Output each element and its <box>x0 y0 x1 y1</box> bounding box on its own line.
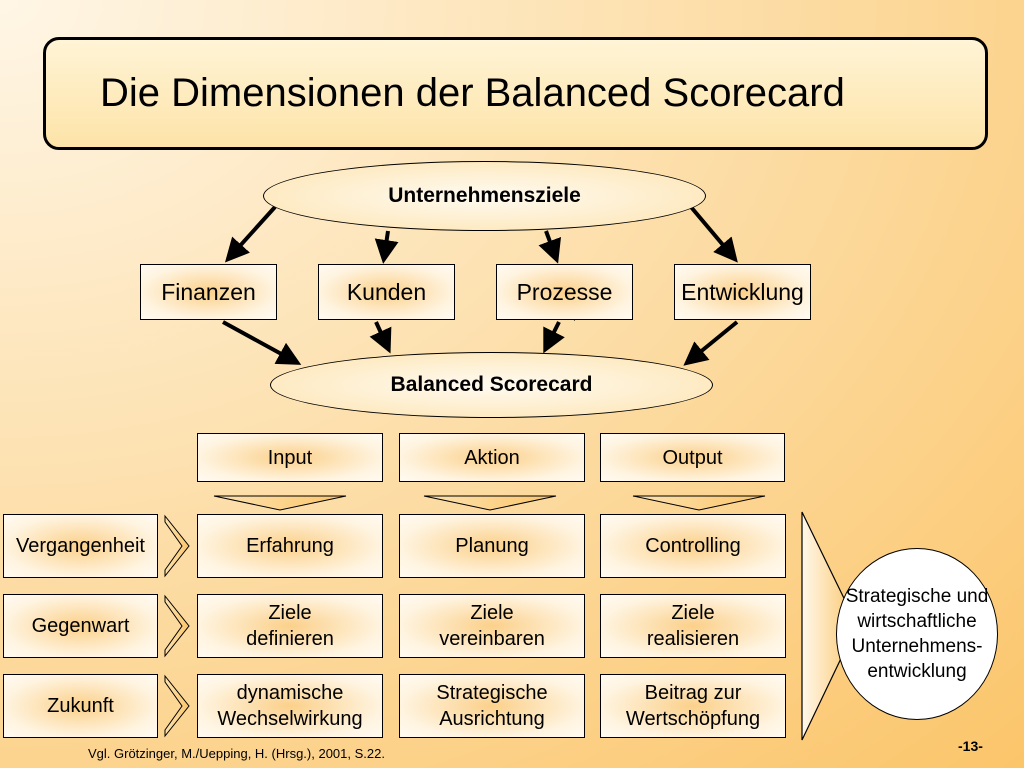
page-title: Die Dimensionen der Balanced Scorecard <box>100 71 845 115</box>
arrow-ziele-entwicklung <box>689 205 738 263</box>
cell-ziele-realisieren: Ziele realisieren <box>600 594 786 658</box>
column-header-label: Input <box>267 446 313 469</box>
cell-controlling: Controlling <box>600 514 786 578</box>
cell-text: dynamische Wechselwirkung <box>217 682 363 730</box>
perspective-finanzen: Finanzen <box>140 264 277 320</box>
down-chevron-output <box>632 495 766 511</box>
perspective-label: Kunden <box>346 279 427 305</box>
column-header-label: Output <box>662 446 723 469</box>
perspective-label: Finanzen <box>161 279 256 305</box>
title-box: Die Dimensionen der Balanced Scorecard <box>43 37 988 150</box>
right-chevron-zukunft <box>164 674 190 738</box>
row-label-text: Gegenwart <box>31 615 130 637</box>
ellipse-unternehmensziele: Unternehmensziele <box>263 161 706 231</box>
cell-text: Ziele vereinbaren <box>439 602 545 650</box>
down-chevron-aktion <box>423 495 557 511</box>
perspective-prozesse: Prozesse <box>496 264 633 320</box>
result-text: Strategische und wirtschaftliche Unterne… <box>845 586 989 682</box>
perspective-label: Entwicklung <box>681 279 804 305</box>
cell-ziele-definieren: Ziele definieren <box>197 594 383 658</box>
cell-text: Beitrag zur Wertschöpfung <box>625 682 761 730</box>
right-chevron-gegenwart <box>164 594 190 658</box>
cell-beitrag-wertschoepfung: Beitrag zur Wertschöpfung <box>600 674 786 738</box>
cell-planung: Planung <box>399 514 585 578</box>
right-chevron-vergangenheit <box>164 514 190 578</box>
row-label-vergangenheit: Vergangenheit <box>3 514 158 578</box>
cell-erfahrung: Erfahrung <box>197 514 383 578</box>
cell-text: Erfahrung <box>246 535 334 557</box>
arrow-entwicklung-bsc <box>683 320 739 366</box>
ellipse-label: Balanced Scorecard <box>390 373 593 396</box>
cell-text: Ziele definieren <box>246 602 334 650</box>
arrow-ziele-prozesse <box>538 230 562 264</box>
row-label-text: Vergangenheit <box>15 535 145 557</box>
cell-dynamische-wechselwirkung: dynamische Wechselwirkung <box>197 674 383 738</box>
footnote: Vgl. Grötzinger, M./Uepping, H. (Hrsg.),… <box>88 746 385 761</box>
arrow-kunden-bsc <box>369 321 392 354</box>
cell-text: Ziele realisieren <box>646 602 740 650</box>
result-circle: Strategische und wirtschaftliche Unterne… <box>836 548 998 720</box>
arrow-finanzen-bsc <box>222 320 302 365</box>
cell-ziele-vereinbaren: Ziele vereinbaren <box>399 594 585 658</box>
column-header-output: Output <box>600 433 785 482</box>
perspective-entwicklung: Entwicklung <box>674 264 811 320</box>
row-label-gegenwart: Gegenwart <box>3 594 158 658</box>
perspective-kunden: Kunden <box>318 264 455 320</box>
column-header-aktion: Aktion <box>399 433 585 482</box>
arrow-prozesse-bsc <box>543 321 565 354</box>
page-number: -13- <box>958 738 983 754</box>
cell-text: Controlling <box>645 535 741 557</box>
down-chevron-input <box>213 495 347 511</box>
row-label-zukunft: Zukunft <box>3 674 158 738</box>
arrow-ziele-finanzen <box>224 205 277 263</box>
cell-strategische-ausrichtung: Strategische Ausrichtung <box>399 674 585 738</box>
cell-text: Planung <box>455 535 529 557</box>
column-header-input: Input <box>197 433 383 482</box>
cell-text: Strategische Ausrichtung <box>436 682 548 730</box>
row-label-text: Zukunft <box>47 695 114 717</box>
big-right-chevron <box>801 511 858 741</box>
perspective-label: Prozesse <box>516 279 613 305</box>
arrow-ziele-kunden <box>374 230 399 264</box>
ellipse-label: Unternehmensziele <box>388 184 581 207</box>
column-header-label: Aktion <box>464 446 520 469</box>
ellipse-balanced-scorecard: Balanced Scorecard <box>270 352 713 418</box>
